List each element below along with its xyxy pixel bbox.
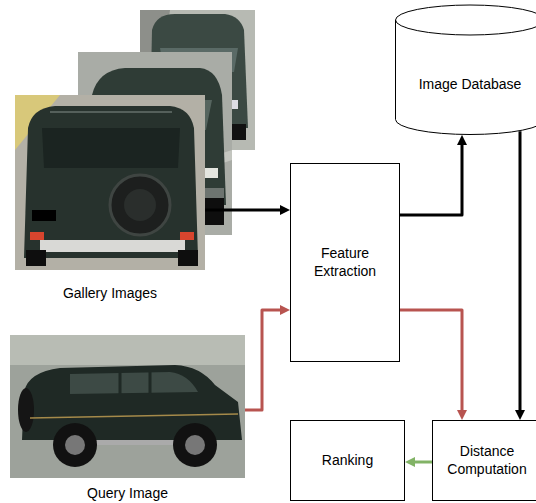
- gallery-photo-front: [124, 189, 156, 221]
- gallery-photo-front: [40, 240, 185, 252]
- gallery-photo-front: [50, 111, 172, 113]
- gallery-photo-front: [42, 128, 180, 168]
- gallery-photo-front: [180, 232, 194, 240]
- image-group: Gallery Images: [15, 10, 205, 302]
- node-label: Feature Extraction: [297, 245, 393, 280]
- flow-arrow: [414, 461, 432, 464]
- flow-arrow: [400, 310, 462, 411]
- node-label: Distance Computation: [439, 443, 535, 478]
- query-photo: [10, 335, 245, 365]
- gallery-photo-front: [26, 250, 46, 266]
- process-box: Ranking: [290, 420, 405, 501]
- query-photo: [95, 440, 175, 445]
- query-photo: [18, 388, 34, 432]
- node-label: Query Image: [87, 485, 168, 503]
- gallery-photo-back: [232, 124, 246, 140]
- gallery-photo-front: [178, 250, 198, 266]
- cylinder-rim: [396, 20, 536, 35]
- flow-arrow: [400, 144, 462, 215]
- query-photo: [185, 435, 205, 455]
- query-photo: [30, 414, 238, 418]
- flow-arrow: [245, 310, 281, 410]
- flow-arrow: [205, 209, 281, 212]
- process-box: Feature Extraction: [290, 163, 400, 362]
- process-box: Distance Computation: [432, 420, 536, 501]
- cylinder-outline: [395, 5, 536, 135]
- query-photo: [10, 335, 245, 478]
- connector-group: [205, 131, 520, 462]
- query-photo: [120, 372, 150, 394]
- gallery-photo-front: [110, 175, 170, 235]
- node-label: Ranking: [322, 452, 373, 470]
- gallery-photo-front: [24, 106, 198, 258]
- flow-arrow: [519, 131, 522, 411]
- gallery-photo-front: [15, 95, 205, 270]
- cylinder-body: [396, 5, 536, 135]
- query-image: Query Image: [10, 335, 245, 502]
- query-photo: [173, 423, 217, 467]
- node-label: Gallery Images: [63, 285, 157, 303]
- query-photo: [53, 423, 97, 467]
- query-photo: [70, 372, 198, 394]
- gallery-photo-front: [30, 232, 44, 240]
- query-photo: [10, 335, 245, 478]
- node-label: Image Database: [419, 76, 522, 94]
- database-cylinder: Image Database: [395, 5, 536, 135]
- query-photo: [65, 435, 85, 455]
- gallery-photo-front: [15, 95, 205, 270]
- gallery-photo-front: [32, 210, 56, 221]
